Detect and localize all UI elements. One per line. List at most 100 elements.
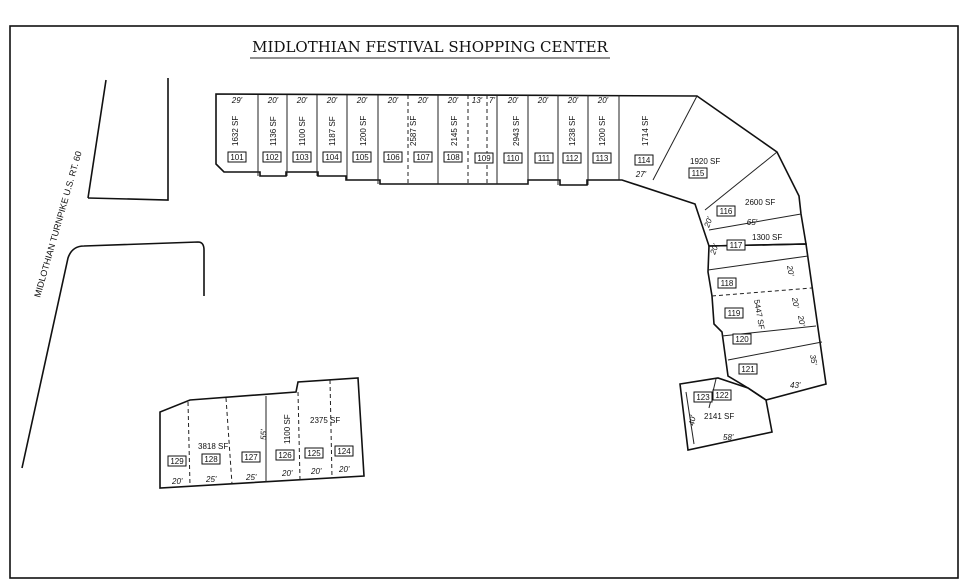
area-103: 1100 SF: [298, 116, 307, 146]
svg-text:108: 108: [446, 153, 460, 162]
unit-123: 123: [693, 391, 713, 403]
page-border: [9, 25, 959, 579]
svg-text:126: 126: [278, 451, 292, 460]
unit-112: 112: [562, 152, 582, 164]
unit-128: 128: [201, 453, 221, 465]
unit-125: 125: [304, 447, 324, 459]
unit-107: 107: [413, 151, 433, 163]
dim-25-128: 25': [205, 475, 217, 484]
unit-124: 124: [334, 445, 354, 457]
svg-text:114: 114: [638, 156, 651, 165]
svg-text:116: 116: [720, 207, 733, 216]
svg-text:118: 118: [721, 279, 734, 288]
width-116: 65': [747, 218, 758, 227]
unit-119: 119: [724, 307, 744, 319]
map-title: MIDLOTHIAN FESTIVAL SHOPPING CENTER: [252, 38, 608, 56]
east-wing-dashed: [711, 287, 813, 297]
area-101: 1632 SF: [231, 116, 240, 146]
unit-116: 116: [716, 205, 736, 217]
svg-text:124: 124: [337, 447, 351, 456]
unit-115: 115: [688, 167, 708, 179]
svg-text:112: 112: [566, 154, 579, 163]
unit-129: 129: [167, 455, 187, 467]
unit-108: 108: [443, 151, 463, 163]
width-103: 20': [296, 96, 308, 105]
dim-58: 58': [723, 433, 734, 442]
svg-text:127: 127: [244, 453, 258, 462]
dim-43: 43': [790, 381, 801, 390]
svg-text:110: 110: [507, 154, 520, 163]
road-curb: [21, 241, 205, 469]
unit-117: 117: [726, 239, 746, 251]
svg-text:119: 119: [728, 309, 741, 318]
width-109: 13': [472, 96, 483, 105]
unit-114: 114: [634, 154, 654, 166]
width-112: 20': [567, 96, 579, 105]
unit-widths: 29' 20' 20' 20' 20' 20' 20' 20' 13' 7' 2…: [231, 96, 758, 227]
svg-text:102: 102: [265, 153, 279, 162]
sw-building-outline: [159, 377, 365, 489]
unit-120: 120: [732, 333, 752, 345]
dim-35: 35': [808, 354, 819, 366]
unit-101: 101: [227, 151, 247, 163]
unit-122: 122: [712, 389, 732, 401]
svg-text:111: 111: [538, 154, 551, 163]
area-110: 2943 SF: [512, 116, 521, 146]
svg-text:128: 128: [204, 455, 218, 464]
area-112: 1238 SF: [568, 116, 577, 146]
unit-106: 106: [383, 151, 403, 163]
unit-dividers: [257, 95, 802, 231]
svg-text:123: 123: [696, 393, 710, 402]
area-117: 1300 SF: [752, 233, 782, 242]
dim-arrow-40: [685, 391, 695, 445]
width-108: 20': [447, 96, 459, 105]
unit-109: 109: [474, 152, 494, 164]
width-105: 20': [356, 96, 368, 105]
area-119: 5447 SF: [752, 299, 766, 330]
unit-103: 103: [292, 151, 312, 163]
dim-25-127: 25': [245, 473, 257, 482]
unit-dashed-dividers: [407, 95, 488, 184]
dimensions: 20' 20' 20' 20' 20' 35' 43' 40' 58' 55' …: [171, 215, 819, 486]
unit-126: 126: [275, 449, 295, 461]
width-110b: 20': [507, 96, 519, 105]
svg-text:125: 125: [307, 449, 321, 458]
width-104: 20': [326, 96, 338, 105]
dim-20-116: 20': [702, 215, 715, 229]
width-111: 20': [537, 96, 549, 105]
svg-text:121: 121: [741, 365, 755, 374]
unit-111: 111: [534, 152, 554, 164]
area-114: 1714 SF: [641, 116, 650, 146]
road-label: MIDLOTHIAN TURNPIKE U.S. RT. 60: [32, 150, 83, 299]
dim-20-125: 20': [310, 467, 322, 476]
unit-areas: 1632 SF 1136 SF 1100 SF 1187 SF 1200 SF …: [198, 116, 782, 451]
svg-text:106: 106: [386, 153, 400, 162]
area-104: 1187 SF: [328, 116, 337, 146]
svg-text:109: 109: [477, 154, 491, 163]
dim-40: 40': [687, 414, 698, 426]
dim-20-117: 20': [708, 242, 721, 256]
sw-dashed: [187, 379, 333, 487]
area-108: 2145 SF: [450, 116, 459, 146]
width-114: 27': [635, 170, 647, 179]
svg-text:122: 122: [715, 391, 729, 400]
dim-20-118: 20': [785, 264, 796, 277]
svg-text:107: 107: [416, 153, 430, 162]
width-101: 29': [231, 96, 243, 105]
svg-text:101: 101: [230, 153, 244, 162]
svg-text:104: 104: [325, 153, 339, 162]
svg-text:115: 115: [692, 169, 705, 178]
unit-104: 104: [322, 151, 342, 163]
unit-118: 118: [717, 277, 737, 289]
width-113: 20': [597, 96, 609, 105]
area-123: 2141 SF: [704, 412, 734, 421]
unit-110: 110: [503, 152, 523, 164]
dim-20-119: 20': [790, 296, 801, 309]
area-105: 1200 SF: [359, 116, 368, 146]
unit-121: 121: [738, 363, 758, 375]
width-106: 20': [387, 96, 399, 105]
area-115: 1920 SF: [690, 157, 720, 166]
svg-text:120: 120: [735, 335, 749, 344]
svg-text:113: 113: [596, 154, 609, 163]
